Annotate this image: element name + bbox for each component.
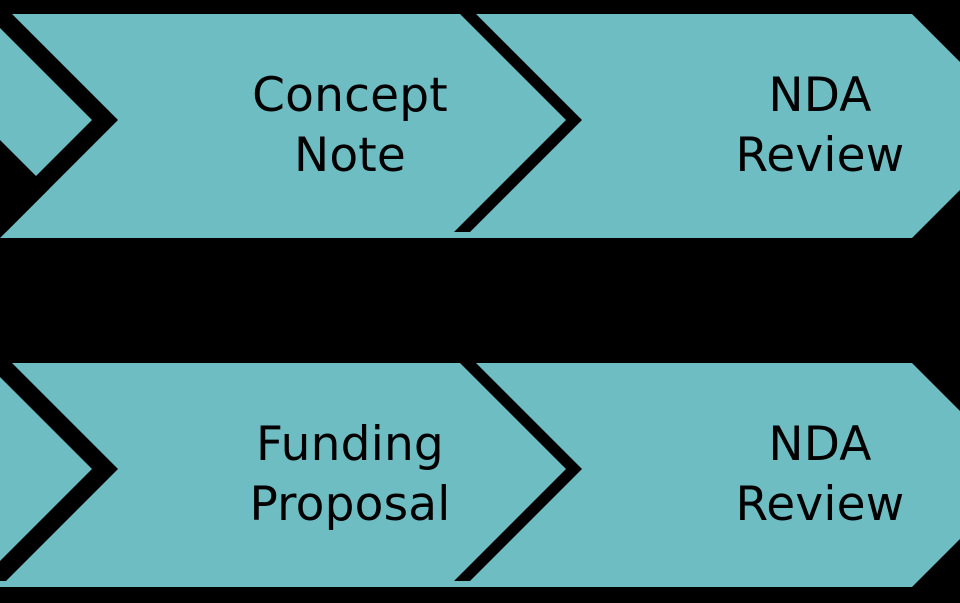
chevron-separators-bottom [0,363,960,581]
process-row-top: Concept Note NDA Review [0,14,960,238]
chevron-shape-bottom [0,363,960,587]
chevron-icon-left-bottom [0,363,118,581]
chevron-shape-top [0,14,960,238]
chevron-band-top [0,14,960,238]
chevron-icon-left-top [0,14,118,232]
chevron-icon-right-bottom [924,363,960,581]
chevron-icon-mid-top [454,14,582,232]
chevron-icon-right-top [924,14,960,232]
chevron-band-bottom [0,363,960,587]
process-row-bottom: Funding Proposal NDA Review [0,363,960,587]
chevron-icon-mid-bottom [454,363,582,581]
chevron-separators-top [0,14,960,232]
